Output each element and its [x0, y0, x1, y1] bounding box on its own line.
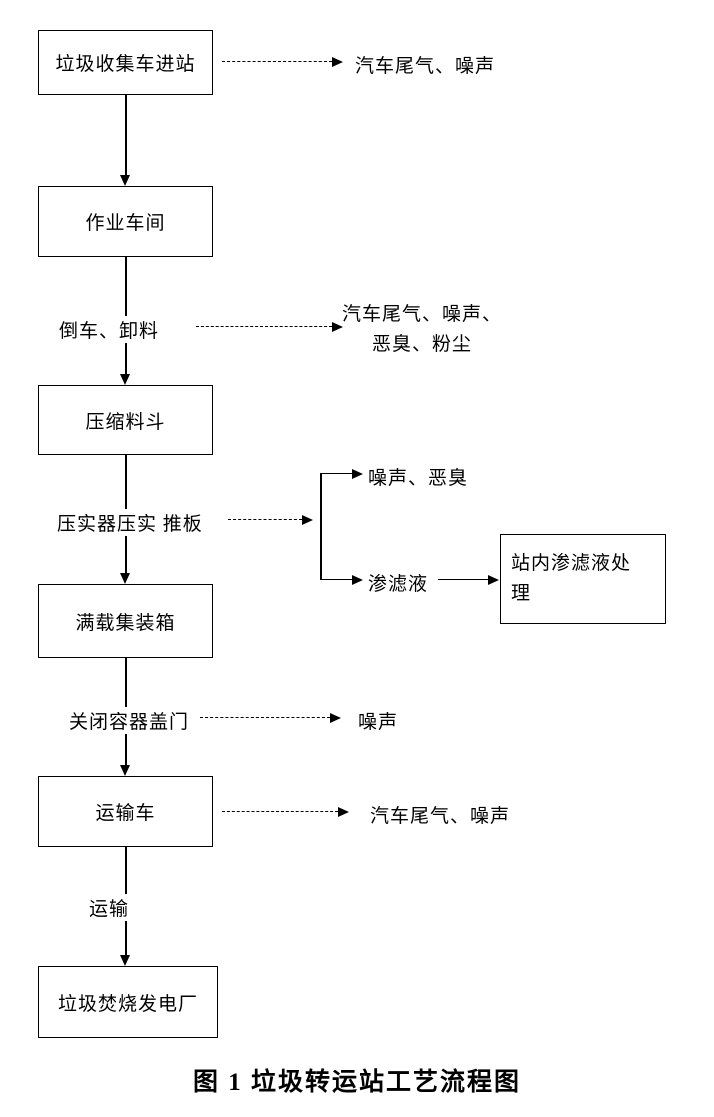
arrow-right-icon	[330, 713, 341, 723]
emission-close-lid: 噪声	[358, 712, 399, 733]
step-label-unload: 倒车、卸料	[56, 316, 163, 343]
step-label-transport: 运输	[86, 894, 133, 921]
dashed-connector-entry	[222, 61, 332, 62]
connector-leachate-treatment	[438, 579, 488, 580]
arrow-right-icon	[332, 57, 343, 67]
arrow-right-icon	[488, 575, 499, 585]
flow-node-workshop: 作业车间	[38, 186, 213, 257]
connector-workshop-hopper	[125, 257, 127, 374]
dashed-connector-close-lid	[200, 717, 330, 718]
arrow-down-icon	[120, 573, 130, 584]
flow-node-full-container: 满载集装箱	[38, 584, 213, 658]
branch-bottom-connector	[320, 579, 352, 580]
arrow-right-icon	[352, 575, 363, 585]
dashed-connector-truck	[222, 811, 338, 812]
step-label-close-lid: 关闭容器盖门	[66, 707, 193, 734]
branch-bracket	[320, 473, 322, 580]
arrow-right-icon	[352, 469, 363, 479]
emission-unload: 汽车尾气、噪声、 恶臭、粉尘	[342, 304, 503, 355]
flow-node-hopper: 压缩料斗	[38, 385, 213, 455]
flow-node-transport-truck: 运输车	[38, 776, 213, 847]
arrow-down-icon	[120, 175, 130, 186]
dashed-connector-compact	[228, 519, 302, 520]
emission-truck: 汽车尾气、噪声	[370, 806, 511, 827]
flow-node-station-entry: 垃圾收集车进站	[38, 30, 213, 95]
arrow-right-icon	[302, 515, 313, 525]
emission-compact-air: 噪声、恶臭	[368, 468, 469, 489]
branch-top-connector	[320, 473, 352, 474]
arrow-right-icon	[332, 322, 343, 332]
arrow-down-icon	[120, 765, 130, 776]
arrow-down-icon	[120, 955, 130, 966]
dashed-connector-unload	[196, 326, 332, 327]
flow-node-leachate-treatment: 站内渗滤液处 理	[500, 534, 666, 624]
arrow-right-icon	[338, 807, 349, 817]
arrow-down-icon	[120, 374, 130, 385]
figure-caption: 图 1 垃圾转运站工艺流程图	[192, 1069, 521, 1096]
flow-node-incineration-plant: 垃圾焚烧发电厂	[38, 966, 218, 1038]
emission-leachate: 渗滤液	[368, 574, 429, 595]
emission-entry: 汽车尾气、噪声	[355, 56, 496, 77]
connector-entry-workshop	[125, 95, 127, 177]
step-label-compact: 压实器压实 推板	[54, 509, 206, 536]
